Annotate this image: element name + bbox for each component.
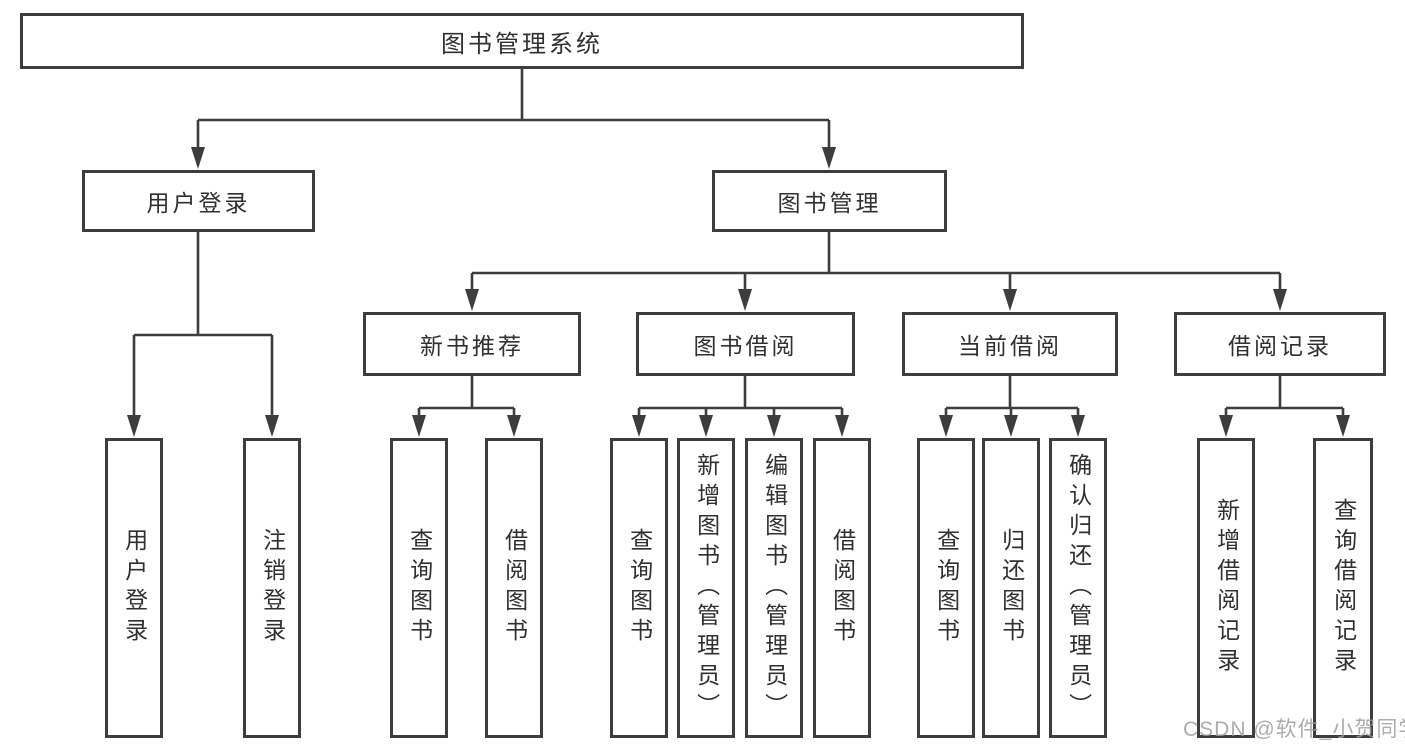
node-label: 图书管理系统	[441, 30, 603, 58]
node-label: 注销登录	[259, 528, 286, 648]
leaf-logout: 注销登录	[243, 438, 301, 738]
node-new-book-recommend: 新书推荐	[363, 312, 581, 376]
leaf-confirm-return-admin: 确认归还（管理员）	[1049, 438, 1107, 738]
node-label: 用户登录	[146, 190, 251, 216]
node-book-borrow: 图书借阅	[636, 312, 855, 376]
node-label: 查询图书	[406, 528, 433, 648]
leaf-query-books-current: 查询图书	[917, 438, 975, 738]
node-label: 归还图书	[998, 528, 1025, 648]
leaf-query-borrow-record: 查询借阅记录	[1313, 438, 1373, 738]
node-current-borrow: 当前借阅	[902, 312, 1118, 376]
leaf-edit-book-admin: 编辑图书（管理员）	[745, 438, 803, 738]
node-label: 图书管理	[777, 190, 882, 216]
node-library-system: 图书管理系统	[20, 13, 1024, 69]
node-label: 确认归还（管理员）	[1065, 453, 1092, 723]
leaf-add-borrow-record: 新增借阅记录	[1197, 438, 1255, 738]
node-label: 查询图书	[626, 528, 653, 648]
arrow-down-icon	[127, 147, 1350, 437]
node-label: 新增借阅记录	[1213, 498, 1240, 678]
node-user-login: 用户登录	[82, 170, 315, 232]
node-label: 查询借阅记录	[1330, 498, 1357, 678]
watermark: CSDN @软件_小贺同学	[1183, 718, 1405, 741]
node-label: 图书借阅	[693, 333, 798, 359]
node-label: 借阅图书	[501, 528, 528, 648]
node-borrow-records: 借阅记录	[1174, 312, 1386, 376]
leaf-query-books-borrow: 查询图书	[610, 438, 668, 738]
leaf-return-book: 归还图书	[982, 438, 1040, 738]
node-label: 新书推荐	[420, 333, 524, 359]
node-label: 编辑图书（管理员）	[761, 453, 788, 723]
node-book-management: 图书管理	[712, 170, 947, 232]
node-label: 新增图书（管理员）	[693, 453, 720, 723]
node-label: 当前借阅	[958, 333, 1062, 359]
node-label: 用户登录	[121, 528, 148, 648]
node-label: 查询图书	[933, 528, 960, 648]
leaf-borrow-books: 借阅图书	[813, 438, 871, 738]
leaf-query-books-recommend: 查询图书	[390, 438, 448, 738]
node-label: 借阅图书	[829, 528, 856, 648]
leaf-add-book-admin: 新增图书（管理员）	[677, 438, 735, 738]
leaf-user-login: 用户登录	[105, 438, 163, 738]
node-label: 借阅记录	[1228, 333, 1332, 359]
leaf-borrow-books-recommend: 借阅图书	[485, 438, 543, 738]
